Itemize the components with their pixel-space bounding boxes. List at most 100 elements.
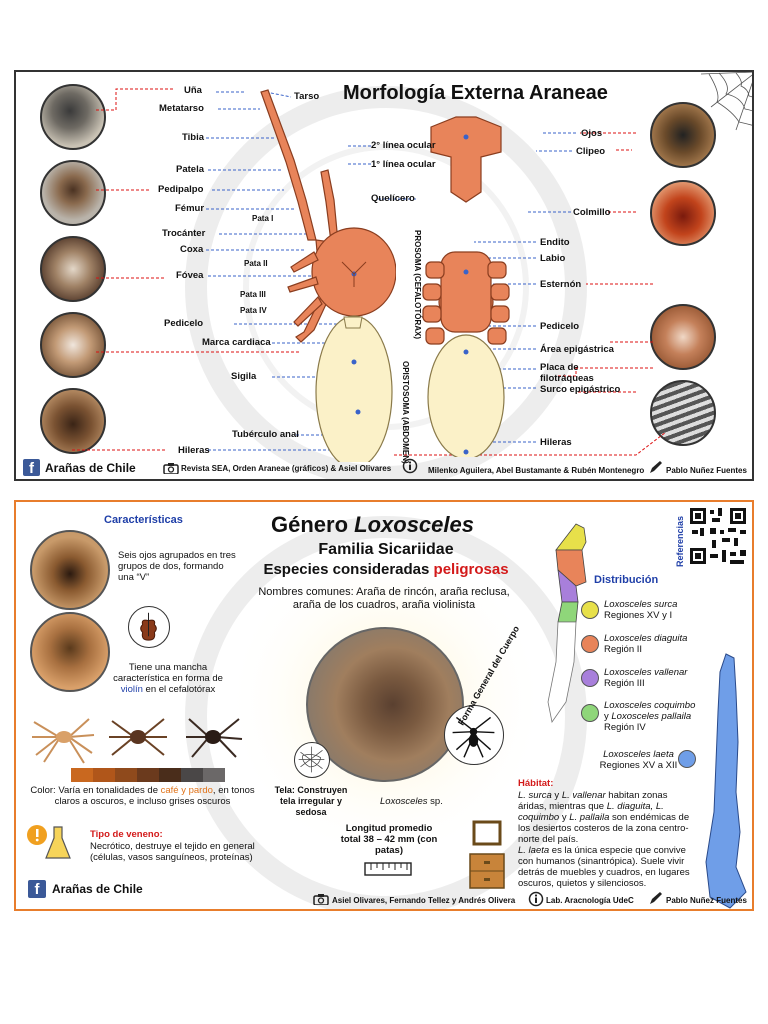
genus-title: Género Loxosceles	[271, 512, 474, 537]
web-icon	[294, 742, 330, 778]
color-swatch	[159, 768, 181, 782]
dist-swatch-vallenar	[581, 669, 599, 687]
length-text: Longitud promedio total 38 – 42 mm (con …	[340, 823, 438, 856]
family-title: Familia Sicariidae	[318, 541, 454, 558]
label-pata-1: Pata I	[252, 214, 274, 223]
facebook-icon[interactable]: f	[23, 459, 40, 477]
label-hileras-left: Hileras	[178, 445, 210, 456]
label-tuberculo-anal: Tubérculo anal	[232, 429, 299, 440]
label-patela: Patela	[176, 164, 204, 175]
main-spider-photo	[306, 627, 464, 782]
label-placa-filotraqueas: Placa de filotráqueas	[540, 362, 594, 384]
color-swatch	[203, 768, 225, 782]
dangerous-line: Especies consideradas peligrosas	[263, 561, 509, 578]
label-femur: Fémur	[175, 203, 205, 214]
chile-laeta-map	[705, 653, 747, 909]
spider-web-icon	[700, 72, 752, 131]
eyes-closeup-photo	[30, 530, 110, 610]
label-pedicelo-right: Pedicelo	[540, 321, 580, 332]
dist-swatch-diaguita	[581, 635, 599, 653]
features-heading: Características	[104, 514, 183, 526]
footer-designer-2: Pablo Nuñez Fuentes	[666, 896, 747, 905]
qr-code[interactable]	[688, 506, 748, 566]
page-title: Morfología Externa Araneae	[343, 82, 608, 104]
violin-mark-photo	[30, 612, 110, 692]
footer-credit: Revista SEA, Orden Araneae (gráficos) & …	[181, 464, 392, 473]
label-ojos: Ojos	[581, 128, 603, 139]
label-hileras-right: Hileras	[540, 437, 572, 448]
footer-designer: Pablo Nuñez Fuentes	[666, 466, 747, 475]
footer-credit-2: Asiel Olivares, Fernando Tellez y Andrés…	[332, 896, 516, 905]
label-pedipalpo: Pedipalpo	[158, 184, 204, 195]
label-pata-4: Pata IV	[240, 306, 267, 315]
label-prosoma: PROSOMA (CEFALOTÓRAX)	[413, 230, 422, 340]
spider-color-variants	[32, 718, 243, 764]
body-shape-icon	[444, 705, 504, 765]
violin-icon	[128, 606, 170, 648]
label-marca-cardiaca: Marca cardiaca	[202, 337, 271, 348]
label-esternon: Esternón	[540, 279, 582, 290]
label-area-epigastrica: Área epigástrica	[540, 344, 614, 355]
habitat-heading: Hábitat:	[518, 778, 554, 789]
dorsal-spider-diagram	[260, 89, 396, 462]
fangs-photo	[650, 180, 716, 246]
color-swatch	[71, 768, 93, 782]
facebook-icon-2[interactable]: f	[28, 880, 46, 898]
common-names: Nombres comunes: Araña de rincón, araña …	[258, 586, 510, 611]
claw-photo	[40, 84, 106, 150]
violin-mark-text: Tiene una mancha característica en forma…	[113, 662, 223, 695]
eyes-text: Seis ojos agrupados en tres grupos de do…	[118, 550, 236, 583]
label-opistosoma: OPISTOSOMA (ABDOMEN)	[401, 360, 410, 464]
camera-icon	[163, 463, 179, 474]
label-pata-3: Pata III	[240, 290, 266, 299]
heart-mark-photo	[40, 312, 106, 378]
pen-icon-2	[650, 892, 662, 904]
label-metatarso: Metatarso	[159, 103, 204, 114]
fovea-photo	[40, 236, 106, 302]
ruler-icon	[364, 862, 412, 876]
color-text: Color: Varía en tonalidades de café y pa…	[30, 785, 255, 807]
label-2-linea-ocular: 2° línea ocular	[371, 140, 436, 151]
venom-heading: Tipo de veneno:	[90, 829, 163, 840]
venom-flask-icon	[27, 825, 71, 859]
spinnerets-photo	[40, 388, 106, 454]
footer-lab: Lab. Aracnología UdeC	[546, 896, 634, 905]
color-swatches	[71, 768, 225, 787]
label-sigila: Sigila	[231, 371, 257, 382]
footer-brand: Arañas de Chile	[45, 461, 136, 475]
references-label: Referencias	[675, 515, 685, 567]
eyes-photo	[650, 102, 716, 168]
dist-swatch-coquimbo	[581, 704, 599, 722]
label-fovea: Fóvea	[176, 270, 204, 281]
color-swatch	[181, 768, 203, 782]
morphology-panel: Morfología Externa Araneae	[14, 70, 754, 481]
camera-icon-2	[313, 894, 329, 905]
abdomen-stripes-photo	[650, 380, 716, 446]
color-swatch	[137, 768, 159, 782]
dist-swatch-laeta	[678, 750, 696, 768]
label-tibia: Tibia	[182, 132, 204, 143]
dist-swatch-surca	[581, 601, 599, 619]
sternum-photo	[650, 304, 716, 370]
label-pedicelo: Pedicelo	[164, 318, 204, 329]
furniture-icon	[469, 820, 505, 889]
label-surco-epigastrico: Surco epigástrico	[540, 384, 621, 395]
pen-icon	[650, 461, 662, 473]
loxosceles-panel: Género Loxosceles Familia Sicariidae Esp…	[14, 500, 754, 911]
footer-authors: Milenko Aguilera, Abel Bustamante & Rubé…	[428, 466, 645, 475]
label-pata-2: Pata II	[244, 259, 268, 268]
pedipalp-photo	[40, 160, 106, 226]
label-trocanter: Trocánter	[162, 228, 206, 239]
info-icon	[402, 458, 418, 474]
label-clipeo: Clipeo	[576, 146, 606, 157]
label-colmillo: Colmillo	[573, 207, 611, 218]
info-icon-2	[528, 891, 544, 907]
label-labio: Labio	[540, 253, 566, 264]
distribution-heading: Distribución	[594, 574, 659, 586]
color-swatch	[115, 768, 137, 782]
